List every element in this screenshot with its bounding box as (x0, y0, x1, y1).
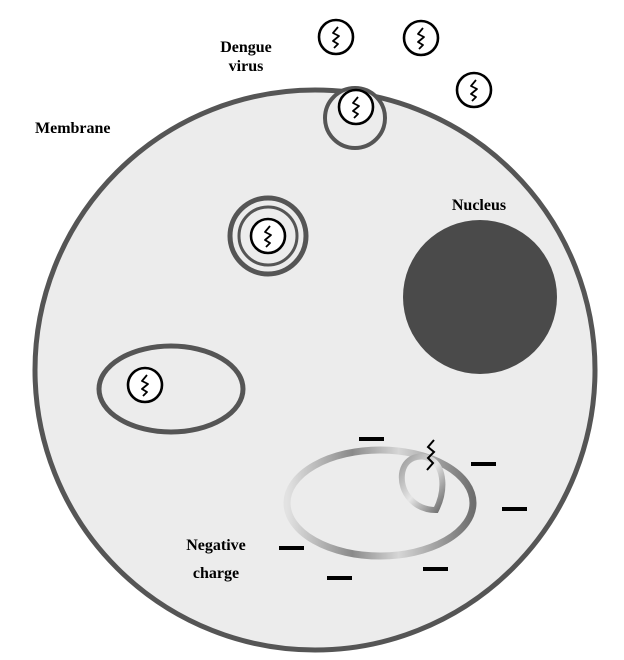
endosome-1-virus (251, 219, 285, 253)
free-virus-3 (457, 73, 491, 107)
nucleus (403, 220, 557, 374)
nucleus-label: Nucleus (452, 197, 506, 214)
negative-charge-label-line1: Negative (186, 537, 246, 554)
negative-charge-mark (471, 462, 496, 466)
negative-charge-mark (502, 507, 527, 511)
free-virus-1 (319, 20, 353, 54)
free-virus-2 (404, 21, 438, 55)
entering-virus (339, 90, 373, 124)
dengue-virus-label-line1: Dengue (220, 39, 272, 56)
membrane-label: Membrane (35, 120, 111, 137)
negative-charge-mark (423, 567, 448, 571)
negative-charge-mark (359, 437, 384, 441)
negative-charge-label-line2: charge (193, 565, 239, 582)
dengue-virus-label-line2: virus (229, 58, 264, 75)
endosome-2-virus (128, 368, 162, 402)
negative-charge-mark (279, 546, 304, 550)
negative-charge-mark (327, 576, 352, 580)
endosome-2 (99, 346, 243, 432)
